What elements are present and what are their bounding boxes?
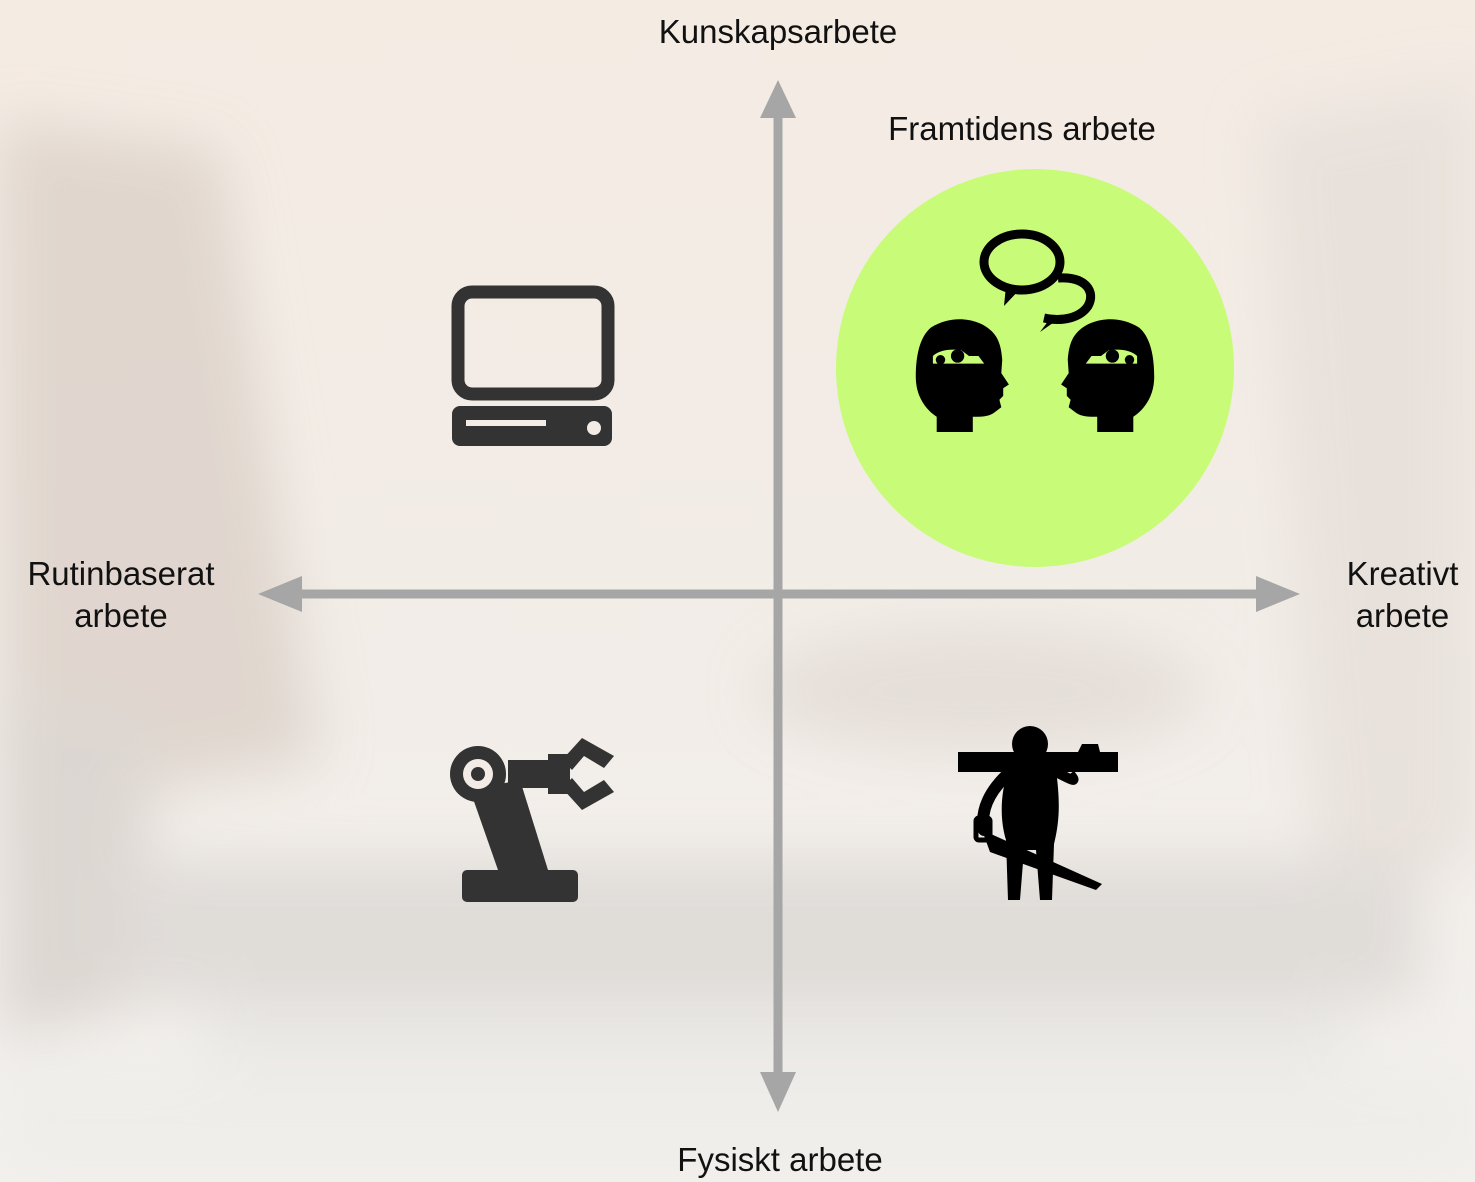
- two-heads-conversation-icon: [915, 229, 1155, 432]
- carpenter-icon: [958, 726, 1118, 900]
- axis-label-bottom: Fysiskt arbete: [677, 1141, 883, 1178]
- robot-arm-icon: [450, 738, 614, 902]
- axis-label-right-line1: Kreativt: [1346, 555, 1459, 592]
- axis-label-right: Kreativt arbete: [1330, 553, 1475, 637]
- axis-label-left: Rutinbaserat arbete: [0, 553, 242, 637]
- axis-label-left-line2: arbete: [74, 597, 168, 634]
- axis-label-left-line1: Rutinbaserat: [27, 555, 215, 592]
- future-work-circle: [836, 169, 1234, 567]
- axis-label-top: Kunskapsarbete: [658, 13, 898, 50]
- axis-label-right-line2: arbete: [1355, 597, 1450, 634]
- future-work-label: Framtidens arbete: [888, 110, 1156, 147]
- computer-icon: [451, 285, 615, 446]
- horizontal-axis: [258, 576, 1300, 612]
